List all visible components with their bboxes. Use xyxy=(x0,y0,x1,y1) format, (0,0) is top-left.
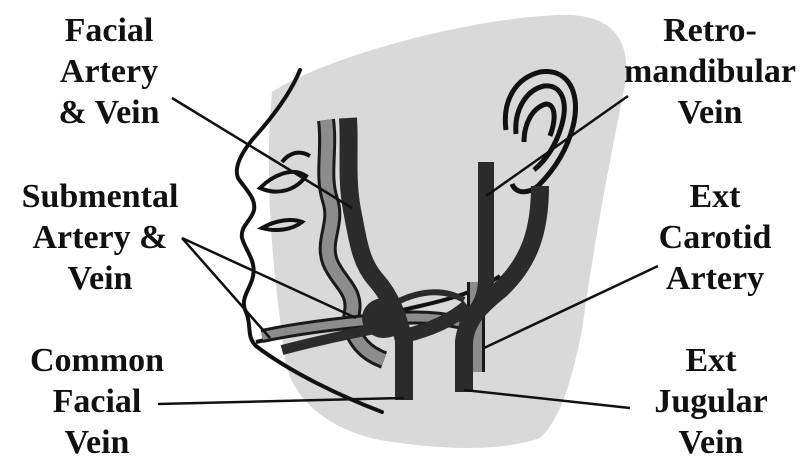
label-facial-artery-vein: Facial Artery & Vein xyxy=(44,10,174,133)
label-line: Vein xyxy=(26,422,168,463)
leader-submental-1 xyxy=(182,238,270,338)
label-line: mandibular xyxy=(620,51,800,92)
label-line: Vein xyxy=(620,92,800,133)
label-line: Carotid xyxy=(644,217,786,258)
label-line: Artery xyxy=(44,51,174,92)
label-line: & Vein xyxy=(44,92,174,133)
label-line: Ext xyxy=(644,176,786,217)
label-line: Facial xyxy=(44,10,174,51)
label-submental-artery-vein: Submental Artery & Vein xyxy=(6,176,194,299)
label-line: Facial xyxy=(26,381,168,422)
label-line: Retro- xyxy=(620,10,800,51)
label-line: Vein xyxy=(636,422,786,463)
label-line: Submental xyxy=(6,176,194,217)
label-line: Artery & xyxy=(6,217,194,258)
label-ext-carotid-artery: Ext Carotid Artery xyxy=(644,176,786,299)
label-retromandibular-vein: Retro- mandibular Vein xyxy=(620,10,800,133)
label-line: Jugular xyxy=(636,381,786,422)
label-line: Artery xyxy=(644,258,786,299)
label-ext-jugular-vein: Ext Jugular Vein xyxy=(636,340,786,463)
label-line: Vein xyxy=(6,258,194,299)
label-common-facial-vein: Common Facial Vein xyxy=(26,340,168,463)
label-line: Ext xyxy=(636,340,786,381)
label-line: Common xyxy=(26,340,168,381)
